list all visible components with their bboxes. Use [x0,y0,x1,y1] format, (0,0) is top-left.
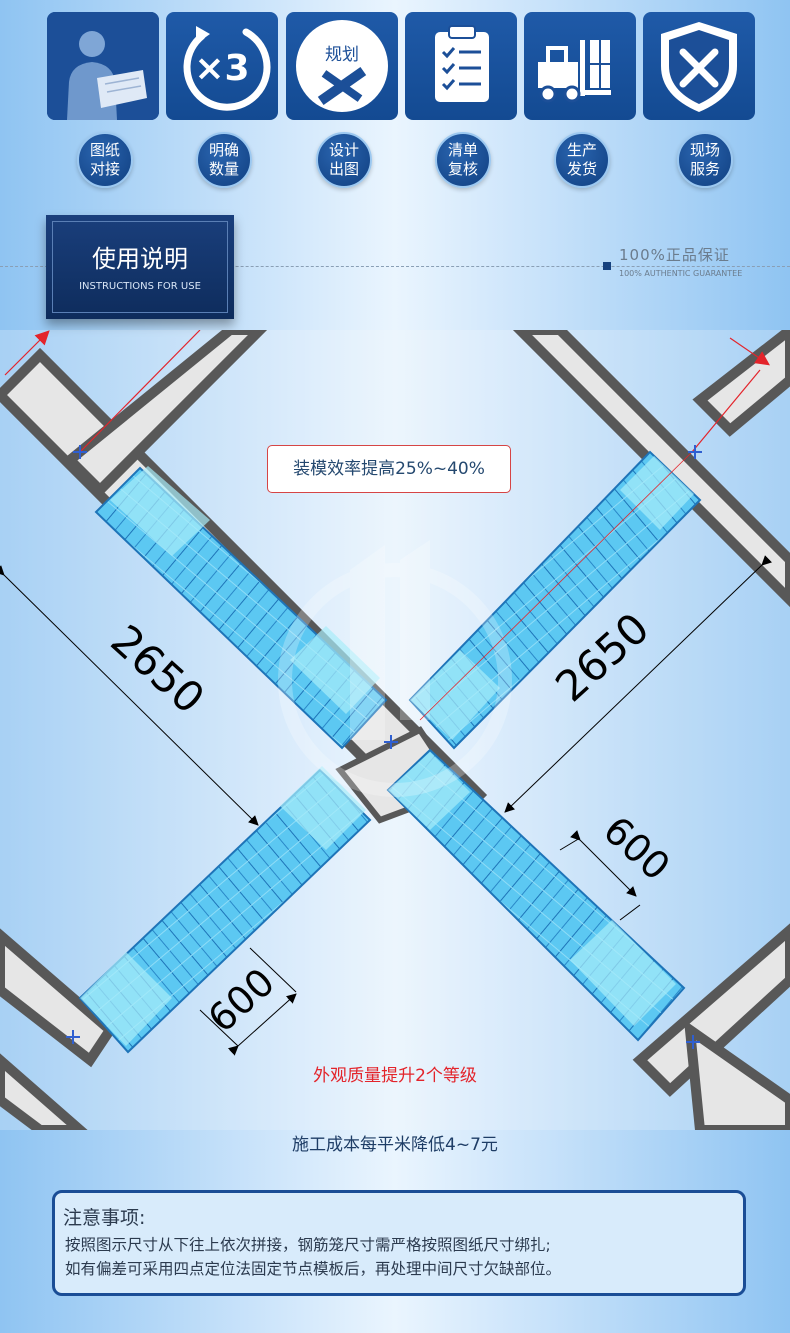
guarantee-main: 100%正品保证 [619,246,730,264]
badge-line: 图纸 [89,141,120,159]
step-tile-checklist [405,12,517,120]
badge-quantity: 明确 数量 [196,132,252,188]
step-tile-design: 规划 [286,12,398,120]
step-tile-shipping [524,12,636,120]
badge-design: 设计 出图 [316,132,372,188]
step-tile-quantity: ×3 [166,12,278,120]
planning-ruler-icon: 规划 [296,20,388,112]
efficiency-callout: 装模效率提高25%~40% [267,445,511,493]
formwork-arm-lower-left [78,766,372,1054]
dimension-lines [0,555,772,1056]
planning-label: 规划 [325,45,359,65]
notice-line-2: 如有偏差可采用四点定位法固定节点模板后，再处理中间尺寸欠缺部位。 [65,1260,562,1278]
guarantee-sub: 100% AUTHENTIC GUARANTEE [619,269,743,278]
checklist-clipboard-icon [435,25,489,102]
badge-line: 明确 [208,141,239,159]
formwork-arm-lower-right [386,748,686,1042]
quality-note: 外观质量提升2个等级 [313,1066,477,1086]
badge-line: 复核 [447,160,478,178]
badge-line: 出图 [328,160,359,178]
badge-line: 服务 [689,160,720,178]
times-three-label: ×3 [194,48,249,89]
badge-line: 发货 [566,160,597,178]
badge-shipping: 生产 发货 [554,132,610,188]
section-title-frame [52,221,228,313]
notice-box: 注意事项: 按照图示尺寸从下往上依次拼接，钢筋笼尺寸需严格按照图纸尺寸绑扎; 如… [52,1190,746,1296]
badge-service: 现场 服务 [677,132,733,188]
badge-line: 设计 [328,141,359,159]
shield-tools-icon [661,22,737,112]
step-tile-drawing [47,12,159,120]
process-steps: ×3 规划 [0,0,790,200]
blueprint-person-icon [47,12,159,120]
notice-line-1: 按照图示尺寸从下往上依次拼接，钢筋笼尺寸需严格按照图纸尺寸绑扎; [65,1236,551,1254]
cost-note: 施工成本每平米降低4~7元 [292,1135,498,1155]
forklift-icon [538,40,611,103]
section-divider [0,266,790,267]
badge-drawing-docking: 图纸 对接 [77,132,133,188]
badge-checklist: 清单 复核 [435,132,491,188]
cross-marks [66,445,702,1049]
badge-line: 生产 [566,141,597,159]
section-subtitle: INSTRUCTIONS FOR USE [79,281,201,292]
badge-line: 对接 [89,160,120,178]
badge-line: 现场 [689,141,720,159]
section-title-box: 使用说明 INSTRUCTIONS FOR USE [46,215,234,319]
section-title: 使用说明 [92,245,188,273]
badge-line: 清单 [447,141,478,159]
times-three-icon: ×3 [183,26,271,111]
step-tile-service [643,12,755,120]
notice-title: 注意事项: [63,1207,146,1229]
formwork-diagram: 2650 2650 600 600 [0,330,790,1130]
badge-line: 数量 [208,160,239,178]
guarantee-marker [603,262,611,270]
